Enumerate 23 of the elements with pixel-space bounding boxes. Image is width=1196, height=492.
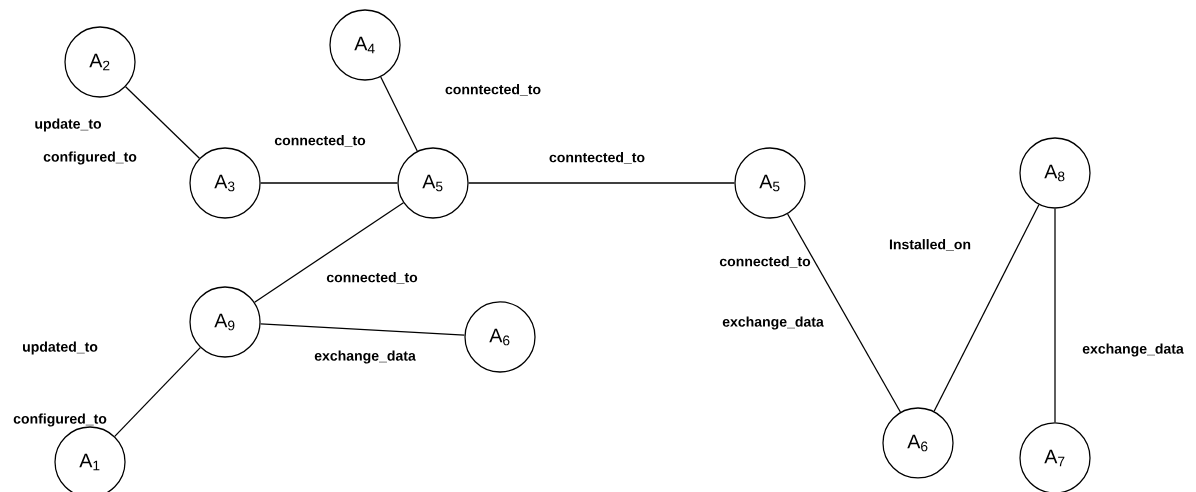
relation-label: conntected_to bbox=[445, 84, 541, 96]
connector-line bbox=[254, 202, 404, 303]
relation-label: conntected_to bbox=[549, 152, 645, 164]
relation-label: connected_to bbox=[719, 256, 811, 268]
relation-label: configured_to bbox=[43, 151, 137, 165]
relation-label: updated_to bbox=[23, 341, 98, 355]
relation-label: exchange_data bbox=[1082, 343, 1184, 357]
relation-label: connected_to bbox=[326, 272, 418, 284]
connector-line bbox=[1054, 208, 1056, 423]
connector-line bbox=[125, 86, 201, 159]
relation-label: exchange_data bbox=[722, 316, 824, 330]
relation-label: connected_to bbox=[274, 135, 366, 147]
connector-line bbox=[787, 213, 901, 413]
connector-line bbox=[380, 76, 418, 152]
connector-line bbox=[259, 323, 466, 336]
relation-label: Installed_on bbox=[889, 239, 971, 251]
connector-line bbox=[260, 182, 398, 184]
connector-line bbox=[468, 182, 735, 184]
relation-label: exchange_data bbox=[314, 350, 416, 364]
connector-line bbox=[114, 347, 201, 437]
connector-line bbox=[933, 204, 1040, 412]
relation-label: update_to bbox=[35, 118, 102, 132]
relation-label: configured_to bbox=[13, 413, 107, 427]
